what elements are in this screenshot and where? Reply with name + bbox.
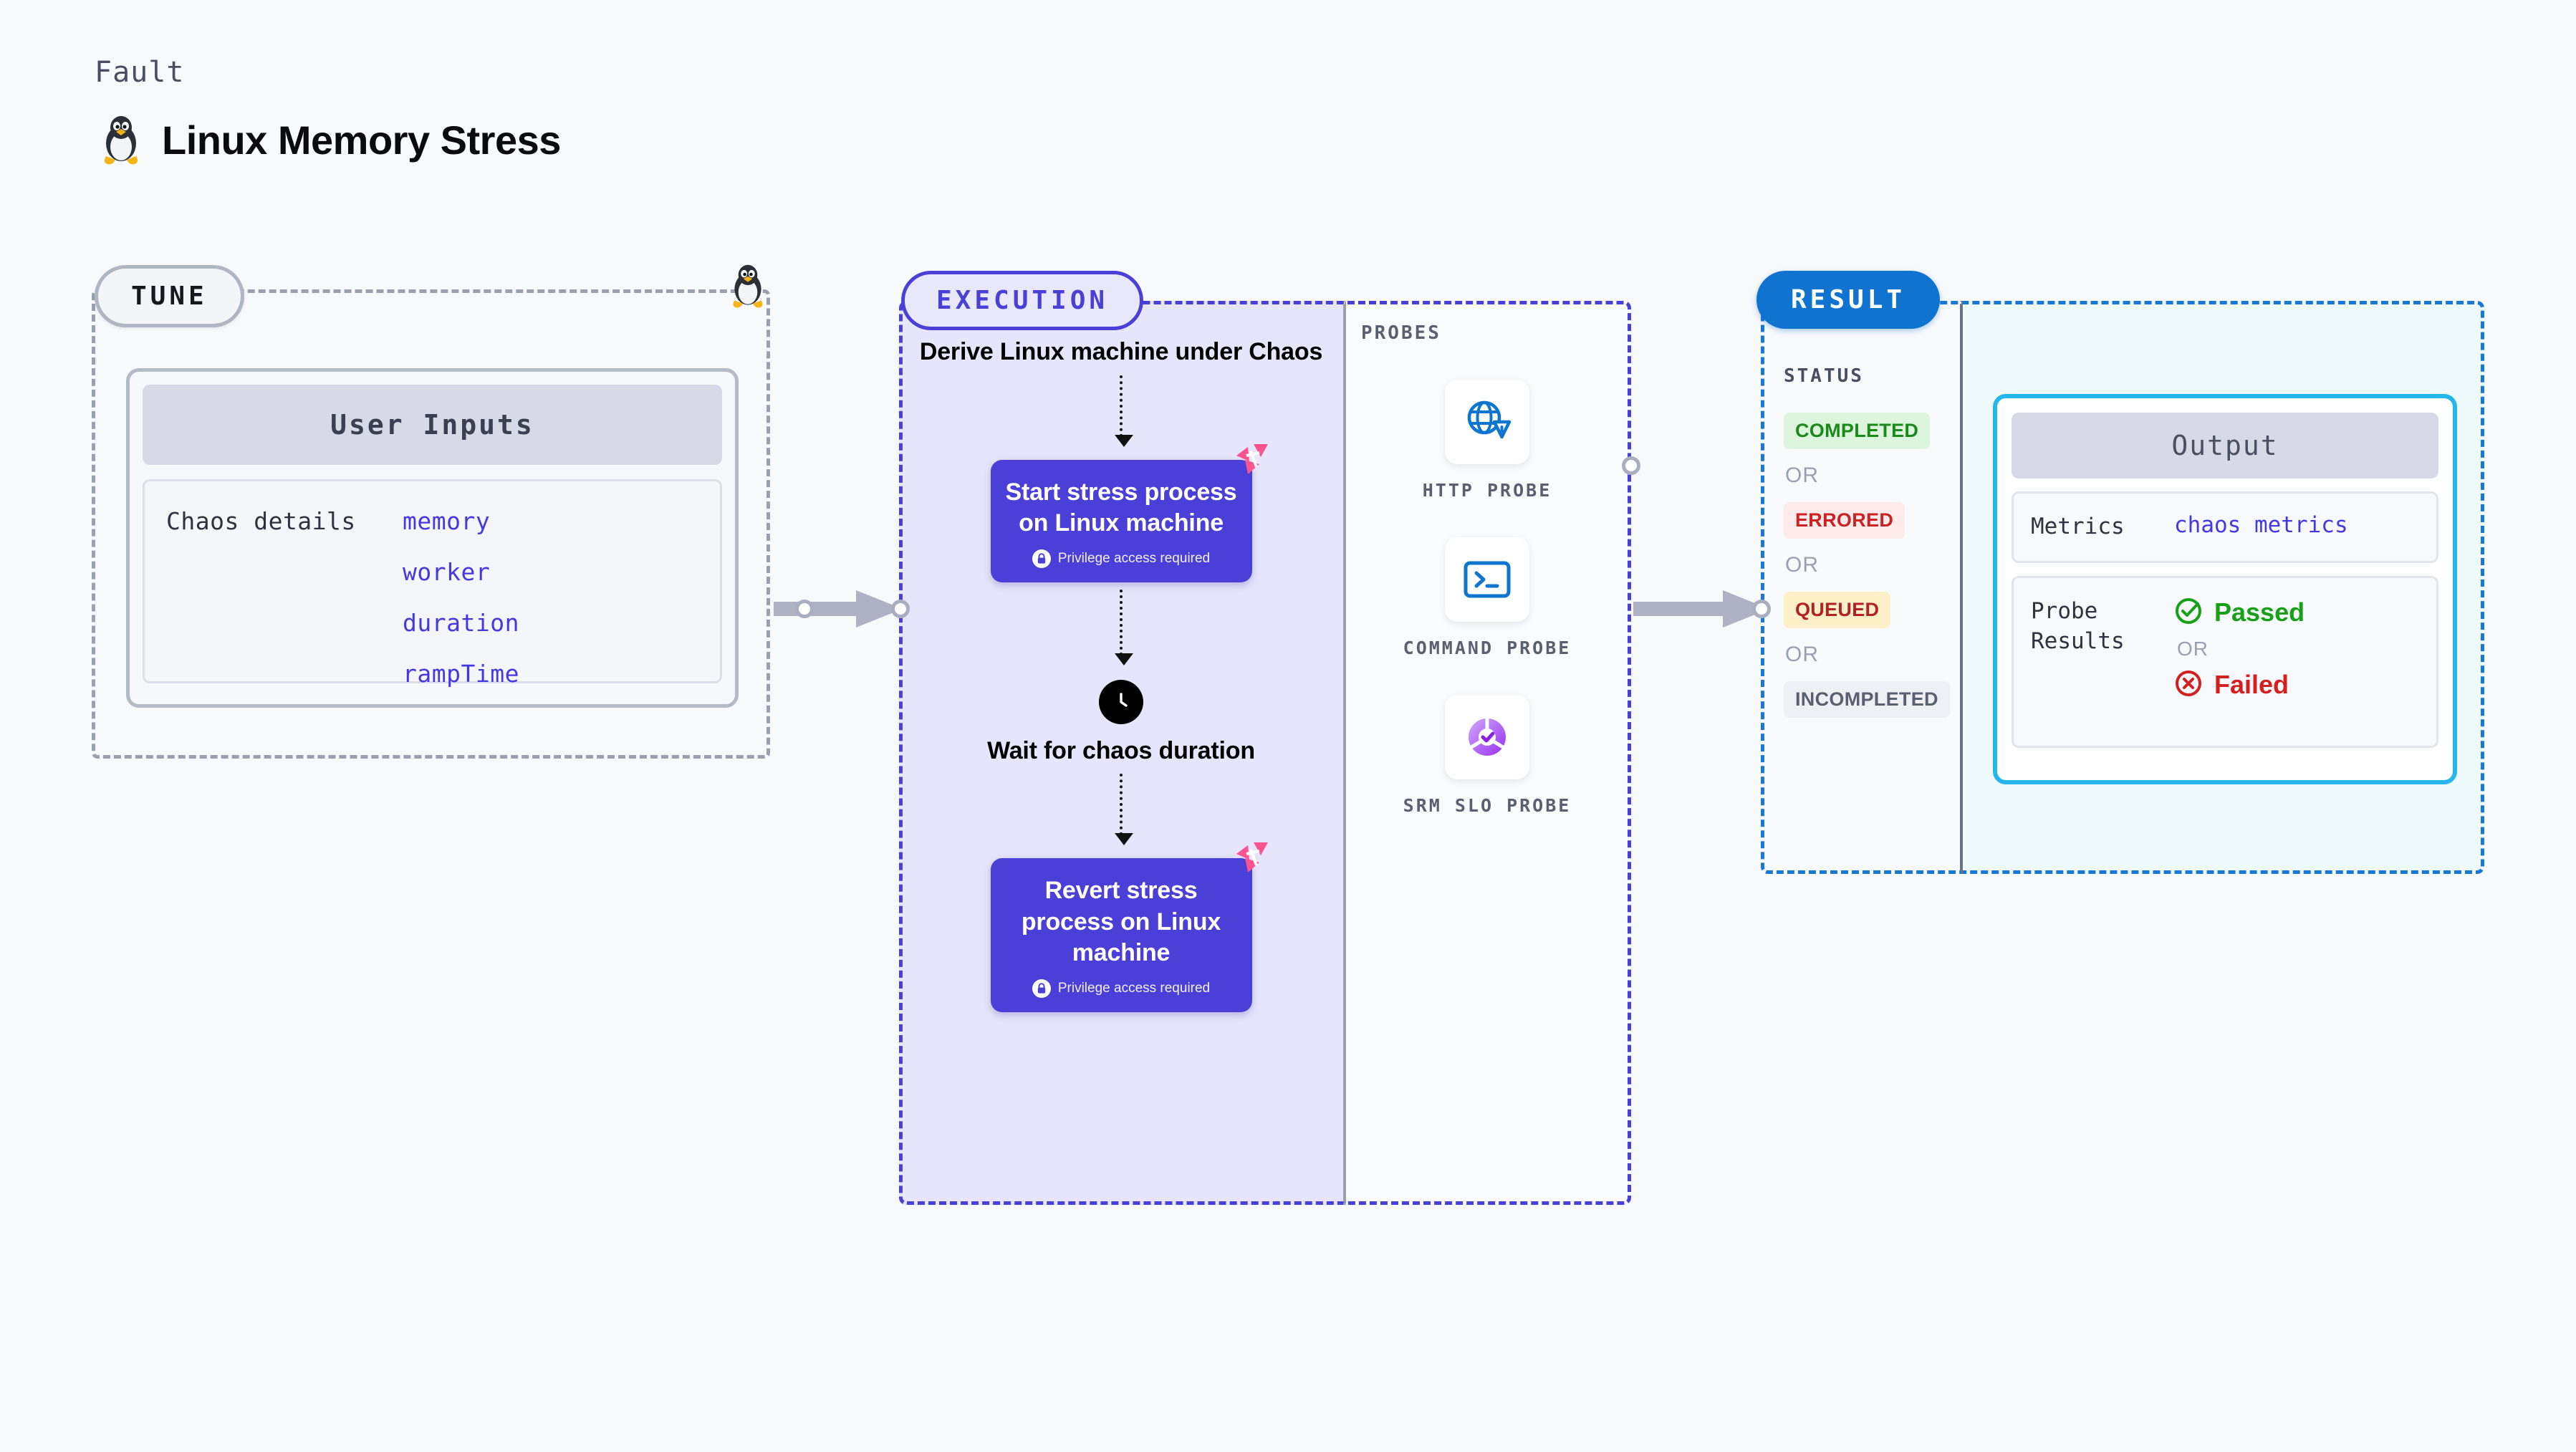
probes-label: PROBES [1361,322,1441,344]
output-metrics-value[interactable]: chaos metrics [2174,512,2348,538]
tune-panel [92,289,770,759]
flow-step-derive: Derive Linux machine under Chaos [919,338,1323,365]
flow-connector-2 [1115,589,1133,665]
probe-result-passed: Passed [2174,597,2305,629]
linux-penguin-icon [100,115,142,165]
x-circle-icon [2174,669,2203,701]
execution-panel-fill [899,301,1343,1205]
probe-item-http-label: HTTP PROBE [1422,480,1552,501]
probe-item-srm-slo-label: SRM SLO PROBE [1403,794,1572,816]
flow-step-wait: Wait for chaos duration [987,736,1255,764]
connector-dot-tune-out [795,600,814,618]
node-revert-stress-note-row: Privilege access required [1002,979,1241,998]
probe-item-command-label: COMMAND PROBE [1403,637,1572,658]
probe-item-http[interactable]: HTTP PROBE [1423,380,1552,503]
chaos-param-list: memory worker duration rampTime [403,507,519,688]
flow-connector-1 [1115,375,1133,447]
node-revert-stress-note: Privilege access required [1057,980,1211,996]
probe-result-passed-label: Passed [2214,597,2305,628]
clock-icon [1099,679,1143,724]
page-title: Linux Memory Stress [162,117,561,163]
check-circle-icon [2174,597,2203,629]
connector-execution-to-result [1633,587,1777,634]
globe-warning-icon [1444,380,1529,464]
execution-badge[interactable]: EXECUTION [901,271,1144,330]
probe-result-failed-label: Failed [2214,670,2289,700]
flow-connector-3 [1115,774,1133,846]
output-metrics-row: Metrics chaos metrics [2012,491,2438,563]
result-status-fill [1761,301,1960,874]
probe-results-values: Passed OR Failed [2174,597,2305,727]
chaos-param-worker[interactable]: worker [403,558,491,586]
connector-tune-to-execution [774,587,910,634]
probe-result-or: OR [2177,637,2209,660]
result-divider [1960,301,1963,874]
probe-item-srm-slo[interactable]: SRM SLO PROBE [1403,694,1572,818]
slo-donut-check-icon [1444,694,1529,779]
execution-flow: Derive Linux machine under Chaos Start s… [899,337,1343,1012]
probe-item-command[interactable]: COMMAND PROBE [1403,537,1572,660]
chaos-param-ramptime[interactable]: rampTime [403,660,519,688]
terminal-icon [1444,537,1529,622]
connector-dot-probes-out [1622,456,1640,475]
node-start-stress-note-row: Privilege access required [1002,549,1241,568]
status-badge-queued: QUEUED [1784,592,1891,628]
output-metrics-key: Metrics [2031,514,2125,539]
harness-logo-icon [1235,443,1271,481]
output-probe-results-key: Probe Results [2031,597,2125,654]
user-inputs-card: User Inputs Chaos details memory worker … [126,368,739,708]
probes-divider [1343,301,1346,1205]
user-inputs-title: User Inputs [143,385,722,465]
status-badge-incompleted: INCOMPLETED [1784,681,1950,718]
node-start-stress-note: Privilege access required [1057,550,1211,566]
output-card: Output Metrics chaos metrics Probe Resul… [1993,394,2457,784]
connector-dot-result-in [1752,600,1771,618]
status-or-1: OR [1785,463,1819,487]
harness-logo-icon-revert [1235,841,1271,879]
result-badge[interactable]: RESULT [1756,271,1941,329]
output-probe-results-row: Probe Results Passed OR [2012,575,2438,748]
chaos-details-label: Chaos details [166,507,356,535]
lock-icon-revert [1032,979,1051,998]
status-title: STATUS [1784,365,1864,387]
connector-dot-execution-in [891,600,910,618]
status-column: STATUS COMPLETED OR ERRORED OR QUEUED OR… [1784,365,1963,718]
node-revert-stress-label: Revert stress process on Linux machine [1021,877,1221,967]
status-or-2: OR [1785,553,1819,577]
node-start-stress[interactable]: Start stress process on Linux machine Pr… [990,443,1268,582]
lock-icon [1032,549,1051,568]
page-eyebrow: Fault [95,56,185,89]
status-or-3: OR [1785,643,1819,666]
page-header: Linux Memory Stress [100,115,561,165]
status-badge-errored: ERRORED [1784,502,1905,539]
execution-panel [899,301,1631,1205]
probe-result-failed: Failed [2174,669,2305,701]
node-start-stress-label: Start stress process on Linux machine [1005,478,1237,537]
linux-penguin-icon-tune [729,264,766,312]
chaos-param-memory[interactable]: memory [403,507,491,535]
result-panel [1761,301,2484,874]
probes-list: HTTP PROBE COMMAND PROBE [1343,380,1631,817]
status-badge-completed: COMPLETED [1784,413,1931,449]
tune-badge[interactable]: TUNE [95,265,244,327]
node-revert-stress[interactable]: Revert stress process on Linux machine P… [990,842,1268,1012]
output-title: Output [2012,413,2438,479]
chaos-param-duration[interactable]: duration [403,609,519,637]
chaos-details-row: Chaos details memory worker duration ram… [143,479,722,688]
